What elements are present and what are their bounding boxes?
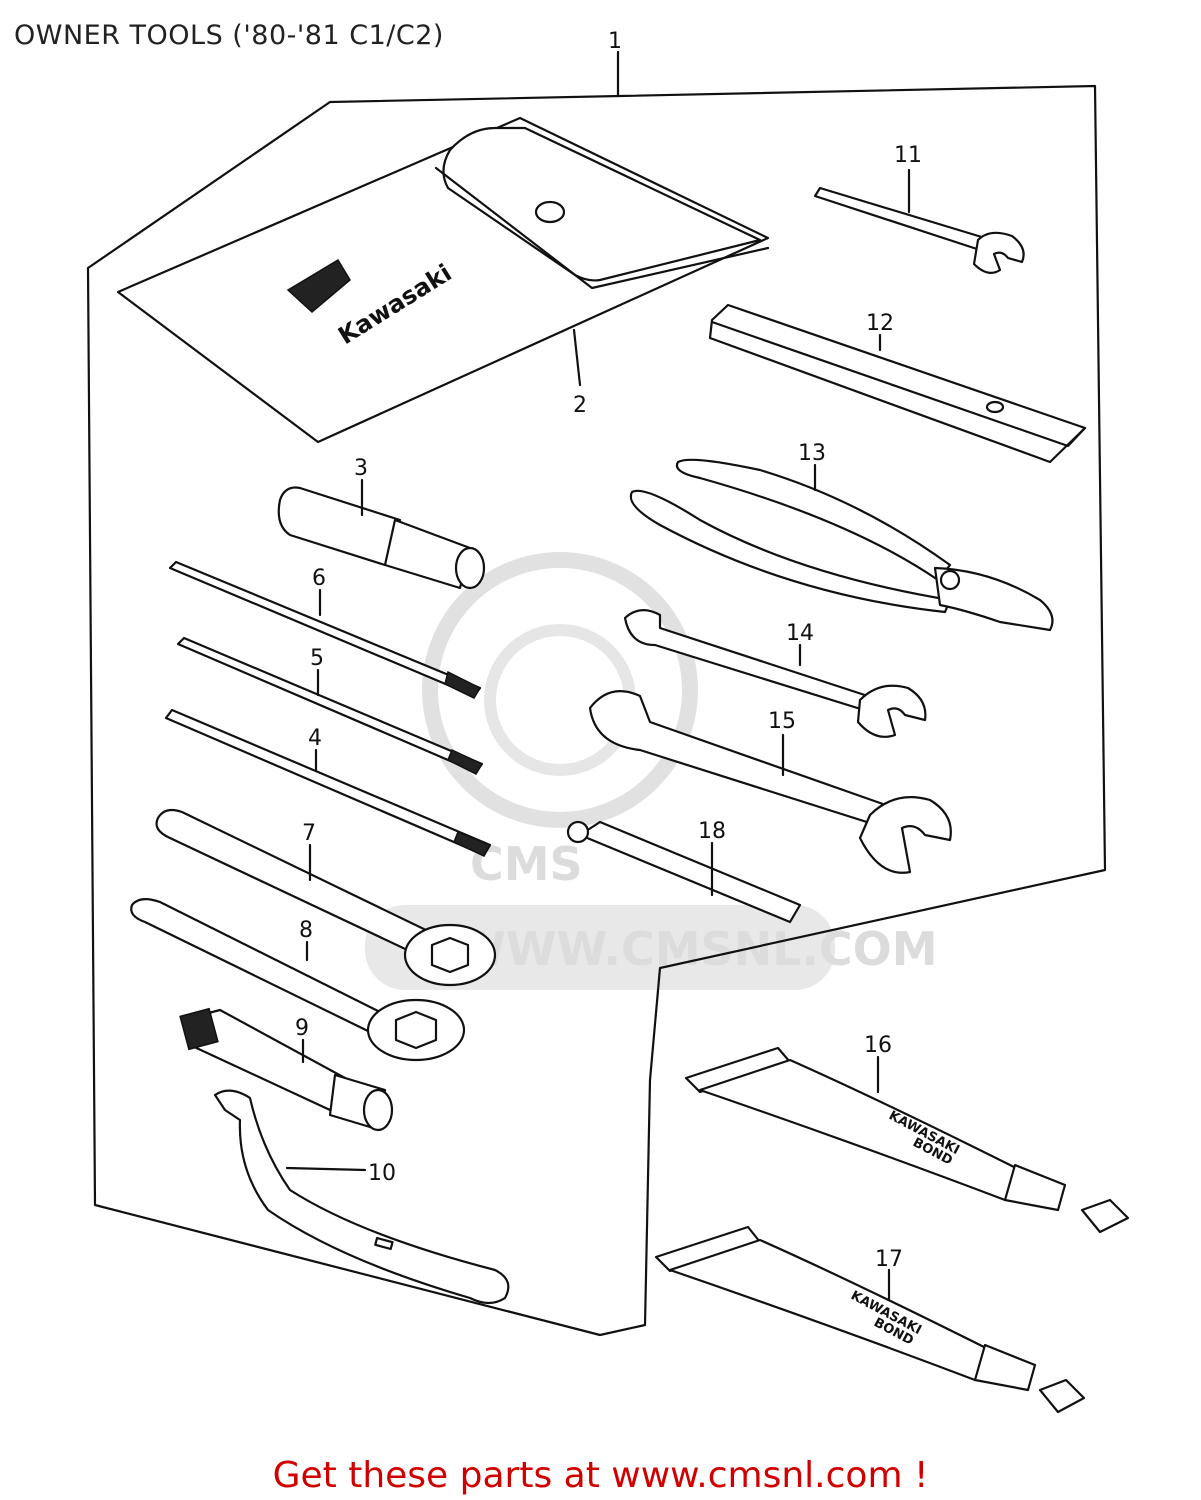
box-wrench-8: 8 — [130, 898, 466, 1062]
flat-bar-edge — [710, 320, 1087, 448]
watermark-mascot-head — [422, 552, 698, 828]
box-wrench-7: 7 — [155, 808, 497, 987]
part-label-6: 6 — [312, 566, 326, 591]
screwdriver-blade-4: 4 — [164, 708, 492, 857]
part-label-17: 17 — [875, 1247, 903, 1272]
flat-bar-body — [708, 303, 1087, 464]
wrench-15-body — [588, 690, 902, 832]
hex-wrench: 18 — [566, 819, 802, 924]
tool-bag: Kawasaki 2 — [116, 116, 770, 444]
part-label-15: 15 — [768, 709, 796, 734]
screwdriver-blade-6: 6 — [168, 560, 482, 699]
part-label-3: 3 — [354, 456, 368, 481]
cta-link[interactable]: Get these parts at www.cmsnl.com ! — [272, 1455, 929, 1496]
kit-outline — [86, 84, 1107, 1337]
part-label-18: 18 — [698, 819, 726, 844]
part-label-5: 5 — [310, 646, 324, 671]
handle-shank — [383, 518, 472, 590]
screwdriver-blade-5: 5 — [176, 636, 484, 775]
bag-logo-mark — [286, 258, 351, 313]
pliers-upper-handle — [675, 458, 952, 582]
tube-17-cap — [1038, 1378, 1086, 1414]
bond-tube-16: KAWASAKI BOND 16 — [684, 1033, 1130, 1234]
wrench-11-jaw — [972, 231, 1025, 275]
wrench-8-hex — [394, 1010, 438, 1050]
spanner-body — [213, 1089, 510, 1305]
watermark-url-text: WWW.CMSNL.COM — [455, 922, 938, 976]
tube-16-cap — [1080, 1198, 1130, 1234]
part-label-8: 8 — [299, 918, 313, 943]
tube-17-body — [668, 1238, 992, 1382]
wrench-7-hex — [430, 936, 470, 974]
spark-plug-wrench: 9 — [179, 1007, 394, 1132]
wrench-14-jaw-large — [856, 684, 927, 738]
screwdriver-handle: 3 — [277, 456, 486, 590]
part-label-12: 12 — [866, 311, 894, 336]
wrench-15-jaw-large — [858, 796, 952, 874]
pliers-jaws — [933, 566, 1054, 632]
part-label-2: 2 — [573, 393, 587, 418]
wrench-11-shank — [813, 186, 987, 252]
hex-wrench-shaft — [578, 820, 802, 924]
diagram-title: OWNER TOOLS ('80-'81 C1/C2) — [14, 20, 444, 51]
part-label-11: 11 — [894, 143, 922, 168]
bond-tube-17: KAWASAKI BOND 17 — [654, 1225, 1086, 1414]
hex-wrench-eye — [566, 820, 590, 844]
plug-wrench-thread — [179, 1007, 219, 1051]
wrench-14-body — [623, 609, 882, 717]
plug-wrench-hex-end — [362, 1088, 394, 1132]
watermark: CMS WWW.CMSNL.COM — [365, 552, 938, 990]
flat-bar-hole — [985, 400, 1005, 414]
leader-10 — [285, 1166, 367, 1172]
pliers-pivot — [939, 569, 961, 591]
handle-grip — [277, 486, 402, 567]
flat-bar: 12 — [708, 303, 1087, 464]
part-label-10: 10 — [368, 1161, 396, 1186]
part-label-16: 16 — [864, 1033, 892, 1058]
part-label-4: 4 — [308, 726, 322, 751]
parts-diagram: CMS WWW.CMSNL.COM 1 Kawasaki 2 11 12 — [86, 29, 1130, 1414]
bag-flap-seam — [434, 166, 770, 290]
tube-17-neck — [973, 1343, 1037, 1392]
open-end-wrench-15: 15 — [588, 690, 952, 874]
part-label-13: 13 — [798, 441, 826, 466]
blade-6-tip — [444, 670, 482, 699]
handle-socket — [454, 546, 486, 590]
leader-2 — [572, 328, 582, 387]
open-end-wrench-14: 14 — [623, 609, 927, 738]
tube-16-body — [698, 1058, 1022, 1202]
part-label-14: 14 — [786, 621, 814, 646]
part-label-1: 1 — [608, 29, 622, 54]
pliers: 13 — [629, 441, 1054, 632]
blade-5-tip — [447, 748, 484, 775]
hook-spanner: 10 — [213, 1089, 510, 1305]
part-label-7: 7 — [302, 821, 316, 846]
bag-snap — [534, 200, 566, 224]
small-open-end-wrench: 11 — [813, 143, 1025, 275]
tube-16-neck — [1003, 1163, 1067, 1212]
blade-4-tip — [453, 831, 492, 857]
spanner-slot — [374, 1236, 394, 1251]
part-label-9: 9 — [295, 1016, 309, 1041]
